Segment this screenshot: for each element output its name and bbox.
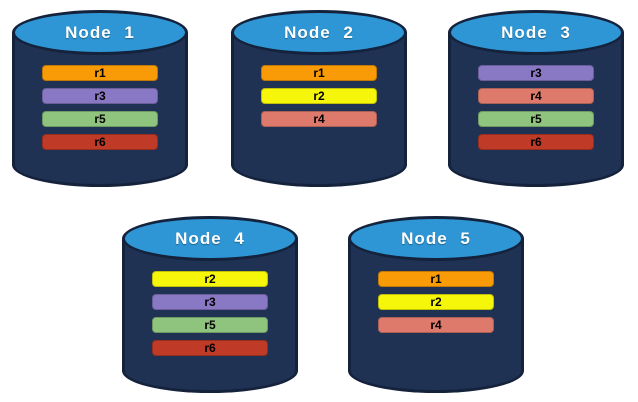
node-title: Node 5	[401, 228, 471, 248]
cylinder-top: Node 1	[12, 10, 188, 55]
replica-list: r3 r4 r5 r6	[478, 65, 594, 157]
replica-label: r1	[313, 66, 325, 80]
cylinder-top: Node 4	[122, 216, 298, 261]
replica-bar-r1: r1	[261, 65, 377, 81]
replica-bar-r3: r3	[42, 88, 158, 104]
replica-list: r1 r2 r4	[378, 271, 494, 340]
replica-label: r5	[530, 112, 542, 126]
replica-bar-r2: r2	[261, 88, 377, 104]
replica-list: r1 r3 r5 r6	[42, 65, 158, 157]
replica-bar-r4: r4	[378, 317, 494, 333]
cylinder-body	[122, 238, 298, 393]
cylinder-top: Node 3	[448, 10, 624, 55]
node-title: Node 1	[65, 22, 135, 42]
replica-bar-r1: r1	[378, 271, 494, 287]
replica-bar-r5: r5	[152, 317, 268, 333]
node-title: Node 4	[175, 228, 245, 248]
node-title: Node 3	[501, 22, 571, 42]
replica-list: r2 r3 r5 r6	[152, 271, 268, 363]
cylinder-body	[12, 32, 188, 187]
replica-label: r2	[204, 272, 216, 286]
node-4-cylinder: Node 4 r2 r3 r5 r6	[122, 216, 298, 393]
cylinder-body	[348, 238, 524, 393]
replica-bar-r6: r6	[42, 134, 158, 150]
replica-bar-r4: r4	[478, 88, 594, 104]
replica-bar-r6: r6	[478, 134, 594, 150]
replica-label: r4	[530, 89, 542, 103]
replica-label: r6	[530, 135, 542, 149]
cylinder-body	[448, 32, 624, 187]
replica-label: r6	[94, 135, 106, 149]
replica-label: r1	[94, 66, 106, 80]
replica-bar-r2: r2	[152, 271, 268, 287]
replica-label: r3	[204, 295, 216, 309]
replica-bar-r1: r1	[42, 65, 158, 81]
node-2-cylinder: Node 2 r1 r2 r4	[231, 10, 407, 187]
node-3-cylinder: Node 3 r3 r4 r5 r6	[448, 10, 624, 187]
cylinder-top: Node 5	[348, 216, 524, 261]
replica-label: r4	[430, 318, 442, 332]
replica-label: r6	[204, 341, 216, 355]
node-5-cylinder: Node 5 r1 r2 r4	[348, 216, 524, 393]
replica-bar-r2: r2	[378, 294, 494, 310]
replica-bar-r6: r6	[152, 340, 268, 356]
replica-bar-r3: r3	[478, 65, 594, 81]
replica-bar-r4: r4	[261, 111, 377, 127]
replica-bar-r5: r5	[42, 111, 158, 127]
replica-bar-r5: r5	[478, 111, 594, 127]
replica-label: r3	[94, 89, 106, 103]
cylinder-top: Node 2	[231, 10, 407, 55]
node-1-cylinder: Node 1 r1 r3 r5 r6	[12, 10, 188, 187]
replica-label: r4	[313, 112, 325, 126]
replica-label: r3	[530, 66, 542, 80]
replica-label: r1	[430, 272, 442, 286]
replica-bar-r3: r3	[152, 294, 268, 310]
cylinder-body	[231, 32, 407, 187]
replica-label: r5	[94, 112, 106, 126]
node-title: Node 2	[284, 22, 354, 42]
replica-label: r2	[430, 295, 442, 309]
replica-label: r2	[313, 89, 325, 103]
replica-label: r5	[204, 318, 216, 332]
replica-list: r1 r2 r4	[261, 65, 377, 134]
